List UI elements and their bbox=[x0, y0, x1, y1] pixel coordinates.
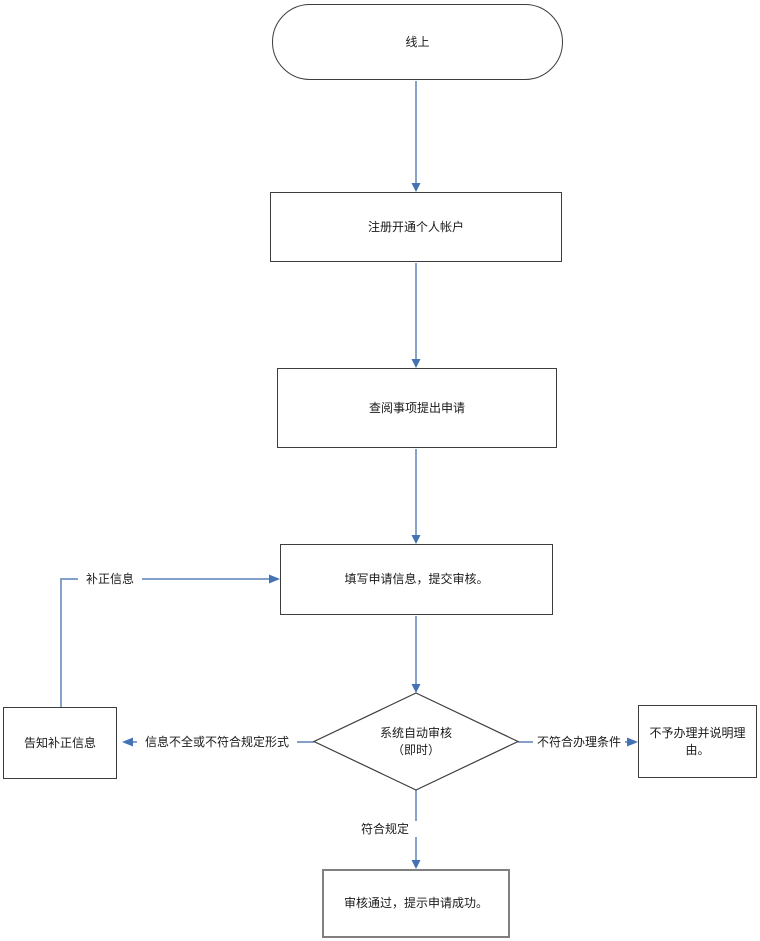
arrowhead-register-browse bbox=[411, 359, 421, 368]
node-decision-line2: （即时） bbox=[391, 743, 440, 757]
arrowhead-browse-fill bbox=[411, 535, 421, 544]
node-reject-process: 不予办理并说明理由。 bbox=[638, 705, 757, 778]
node-notify-process: 告知补正信息 bbox=[3, 707, 117, 779]
arrowhead-decision-success bbox=[411, 860, 421, 869]
node-fill-label: 填写申请信息，提交审核。 bbox=[344, 572, 489, 586]
node-register-process: 注册开通个人帐户 bbox=[270, 192, 562, 262]
node-fill-process: 填写申请信息，提交审核。 bbox=[280, 544, 553, 615]
arrowhead-start-register bbox=[411, 183, 421, 192]
arrowhead-decision-notify bbox=[122, 737, 133, 747]
node-register-label: 注册开通个人帐户 bbox=[367, 219, 464, 234]
edge-label-compliant: 符合规定 bbox=[351, 821, 419, 837]
node-notify-label: 告知补正信息 bbox=[23, 735, 96, 750]
edge-notify-fill bbox=[60, 578, 269, 707]
node-start-label: 线上 bbox=[405, 34, 430, 49]
edge-label-not-eligible: 不符合办理条件 bbox=[533, 734, 625, 750]
node-decision-text: 系统自动审核 （即时） bbox=[341, 714, 491, 770]
node-browse-process: 查阅事项提出申请 bbox=[277, 368, 557, 448]
arrowhead-decision-reject bbox=[627, 737, 638, 747]
edge-label-correction: 补正信息 bbox=[78, 571, 142, 587]
decision-diamond-shape bbox=[312, 692, 520, 791]
arrowhead-fill-decision bbox=[411, 684, 421, 693]
node-reject-label: 不予办理并说明理由。 bbox=[649, 725, 746, 757]
node-success-label: 审核通过，提示申请成功。 bbox=[343, 896, 488, 910]
node-decision-line1: 系统自动审核 bbox=[379, 726, 452, 740]
node-success-process: 审核通过，提示申请成功。 bbox=[322, 869, 510, 938]
node-browse-label: 查阅事项提出申请 bbox=[368, 400, 465, 415]
edge-label-incomplete-info: 信息不全或不符合规定形式 bbox=[137, 734, 297, 750]
arrowhead-notify-fill bbox=[269, 574, 280, 584]
node-start-terminator: 线上 bbox=[272, 4, 563, 80]
